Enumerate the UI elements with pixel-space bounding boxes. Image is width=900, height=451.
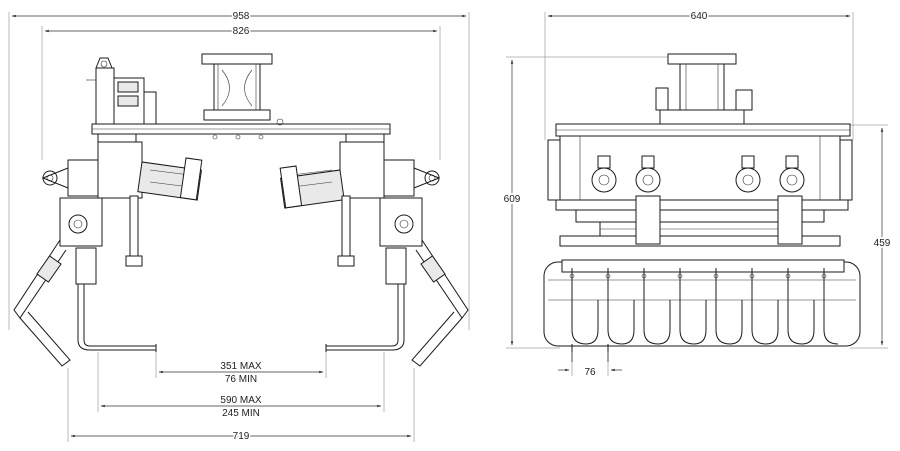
left-fork-arm (13, 239, 157, 367)
dim-overall-height-label: 609 (504, 194, 521, 205)
valve-block (86, 57, 157, 125)
side-grapple-base (543, 259, 861, 347)
dim-side-width: 640 (544, 10, 854, 140)
dim-clamp-gap-max: 351 MAX (220, 361, 261, 372)
dim-fork-span-max: 590 MAX (220, 395, 261, 406)
dim-tine-pitch-label: 76 (584, 367, 596, 378)
dim-overall-width-label: 958 (233, 11, 250, 22)
dim-fork-span: 590 MAX 245 MIN (97, 352, 385, 419)
dim-overall-width: 958 (8, 10, 470, 330)
dim-body-height-label: 459 (874, 238, 891, 249)
front-view: 958 826 (8, 10, 470, 444)
side-top-plate (547, 123, 853, 201)
dim-fork-span-min: 245 MIN (222, 408, 260, 419)
dim-side-width-label: 640 (691, 11, 708, 22)
dim-body-height: 459 (850, 124, 893, 349)
left-clamp-body (41, 141, 203, 247)
dim-frame-width: 826 (41, 25, 441, 160)
dim-overall-height: 609 (502, 56, 680, 349)
dim-base-width-label: 719 (233, 431, 250, 442)
side-tines (569, 268, 839, 362)
main-frame (91, 118, 391, 143)
rotator-head (201, 53, 273, 121)
right-fork-arm (325, 239, 469, 367)
dim-clamp-gap: 351 MAX 76 MIN (155, 352, 327, 385)
dim-clamp-gap-min: 76 MIN (225, 374, 257, 385)
support-rods (125, 195, 355, 267)
dim-tine-pitch: 76 (558, 352, 622, 378)
dim-frame-width-label: 826 (233, 26, 250, 37)
side-view: 640 609 459 (502, 10, 893, 379)
dim-base-width: 719 (67, 368, 415, 444)
right-clamp-body (279, 141, 441, 247)
side-valves (591, 155, 805, 245)
